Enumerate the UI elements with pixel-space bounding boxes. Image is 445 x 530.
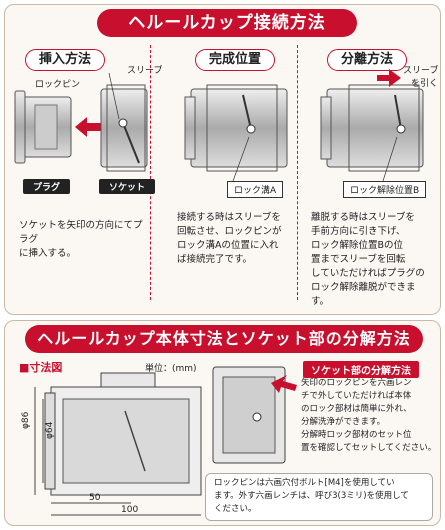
pull-arrow-icon (377, 69, 401, 87)
socket-tag: ソケット (99, 179, 156, 194)
dim-64-label: φ64 (45, 421, 55, 439)
connection-method-title: ヘルールカップ接続方法 (97, 9, 357, 37)
lockpin-note-box: ロックピンは六画穴付ボルト[M4]を使用しています。外す六画レンチは、呼び3(3… (205, 473, 433, 521)
dimension-title: ヘルールカップ本体寸法とソケット部の分解方法 (25, 325, 423, 353)
disassembly-description: 矢印のロックピンを六画レンチで外していただければ本体 のロック部材は簡単に外れ、… (301, 378, 437, 453)
column-divider (297, 45, 298, 300)
dim-86-label: φ86 (21, 411, 31, 429)
dim-50-label: 50 (89, 493, 101, 503)
unit-label: 単位：(mm) (145, 364, 197, 374)
connection-method-panel: ヘルールカップ接続方法 挿入方法 完成位置 分離方法 スリーブ ロックピン プラ… (4, 4, 441, 315)
lockpin-arrow-icon (271, 375, 297, 393)
complete-description: 接続する時はスリーブを回転させ、ロックピンが ロック溝Aの位置に入れば接続完了で… (177, 212, 282, 265)
lock-groove-a-label: ロック溝A (227, 181, 284, 198)
dimension-drawing-heading: ■寸法図 (19, 361, 63, 374)
disassembly-heading: ソケット部の分解方法 (303, 361, 419, 378)
pull-sleeve-label: スリーブを引く (403, 66, 439, 89)
sleeve-label: スリーブ (127, 66, 163, 76)
complete-position-heading: 完成位置 (195, 49, 275, 71)
socket-detail-illustration (212, 366, 297, 464)
separate-description: 離脱する時はスリーブを手前方向に引き下げ、 ロック解除位置Bの位置までスリーブを… (311, 212, 425, 307)
separate-method-heading: 分離方法 (327, 49, 407, 71)
separate-illustration (320, 69, 424, 182)
insert-method-heading: 挿入方法 (25, 49, 105, 71)
column-divider (150, 45, 151, 300)
dimension-drawing (34, 372, 202, 516)
insert-illustration (14, 72, 148, 172)
lock-release-b-label: ロック解除位置B (343, 181, 427, 198)
complete-illustration (184, 84, 288, 182)
lockpin-note: ロックピンは六画穴付ボルト[M4]を使用しています。外す六画レンチは、呼び3(3… (214, 478, 409, 514)
insert-description: ソケットを矢印の方向にてプラグに挿入する。 (19, 220, 143, 259)
dimension-panel: ヘルールカップ本体寸法とソケット部の分解方法 ■寸法図 単位：(mm) φ86 … (4, 320, 441, 526)
plug-tag: プラグ (23, 179, 71, 194)
insert-arrow-icon (75, 117, 101, 137)
dim-100-label: 100 (121, 505, 139, 515)
lockpin-label: ロックピン (35, 80, 81, 90)
